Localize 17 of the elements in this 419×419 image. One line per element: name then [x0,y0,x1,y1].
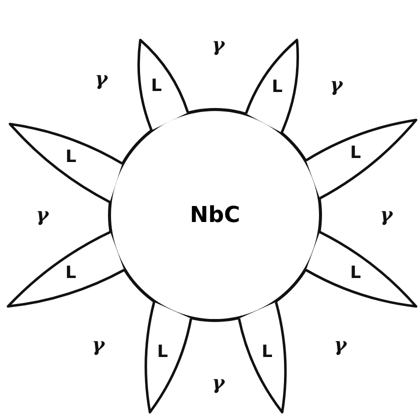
phase-label: L [262,342,273,362]
phase-label: γ [380,206,393,225]
phase-label: γ [92,336,105,355]
phase-label: γ [334,336,347,355]
phase-label: γ [95,70,108,89]
phase-label: L [65,262,76,283]
phase-label: NbC [190,202,240,228]
phase-label: L [350,143,361,164]
phase-label: γ [330,76,343,95]
phase-label: L [66,147,76,168]
phase-label: L [157,342,168,362]
phase-label: L [272,77,283,98]
phase-label: γ [212,374,225,393]
phase-label: L [151,76,162,96]
phase-label: γ [36,206,49,225]
phase-label: L [350,262,361,283]
phase-label: γ [212,36,225,55]
